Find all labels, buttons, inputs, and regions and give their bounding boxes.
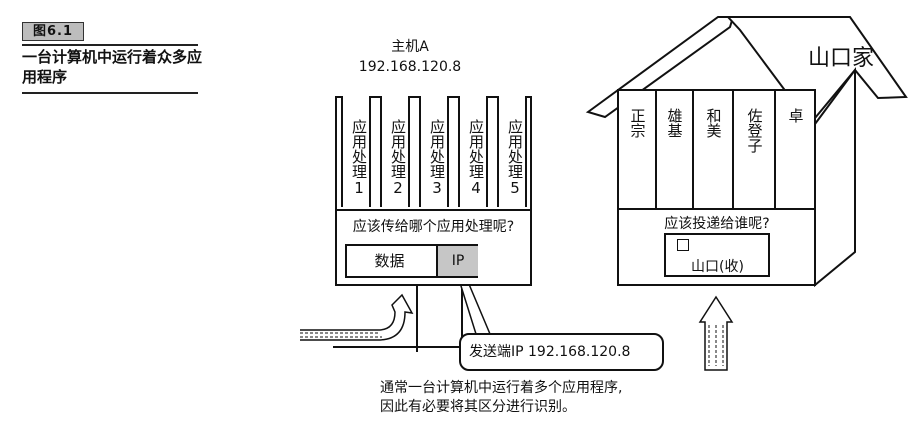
house-room-1: 正宗	[619, 96, 655, 211]
member-name-2: 雄基	[665, 108, 684, 138]
house-room-4: 佐登子	[736, 96, 772, 211]
app-label-2: 应用处理2	[382, 108, 408, 207]
member-name-3: 和美	[704, 108, 723, 138]
mailbox-stamp-icon	[677, 239, 689, 251]
host-name: 主机A	[340, 37, 480, 57]
house-question: 应该投递给谁呢?	[622, 213, 812, 233]
host-question: 应该传给哪个应用处理呢?	[335, 216, 532, 236]
member-name-4: 佐登子	[745, 108, 764, 153]
note-line-1: 通常一台计算机中运行着多个应用程序,	[380, 379, 720, 398]
app-label-5: 应用处理5	[499, 108, 525, 207]
app-label-4: 应用处理4	[460, 108, 486, 207]
house-name: 山口家	[808, 40, 874, 72]
app-label-1: 应用处理1	[343, 108, 369, 207]
host-ip: 192.168.120.8	[340, 57, 480, 77]
member-name-5: 卓	[786, 108, 805, 123]
house-room-3: 和美	[695, 96, 731, 211]
app-lane-1: 应用处理1	[341, 96, 371, 207]
app-lanes: 应用处理1 应用处理2 应用处理3 应用处理4 应用处理5	[341, 96, 528, 207]
mailbox-label: 山口(收)	[670, 256, 765, 276]
host-label: 主机A 192.168.120.8	[340, 37, 480, 77]
note-line-2: 因此有必要将其区分进行识别。	[380, 398, 720, 417]
house-arrow	[700, 297, 732, 370]
member-name-1: 正宗	[628, 108, 647, 138]
packet-data-field: 数据	[347, 246, 432, 276]
host-divider	[335, 209, 532, 211]
house-room-2: 雄基	[656, 96, 692, 211]
explanation-note: 通常一台计算机中运行着多个应用程序, 因此有必要将其区分进行识别。	[380, 379, 720, 417]
app-lane-2: 应用处理2	[380, 96, 410, 207]
app-lane-3: 应用处理3	[419, 96, 449, 207]
app-label-3: 应用处理3	[421, 108, 447, 207]
app-lane-5: 应用处理5	[497, 96, 527, 207]
packet-ip-header: IP	[436, 246, 478, 276]
sender-ip-callout: 发送端IP 192.168.120.8	[459, 333, 664, 371]
house-room-5: 卓	[777, 96, 813, 211]
app-lane-4: 应用处理4	[458, 96, 488, 207]
